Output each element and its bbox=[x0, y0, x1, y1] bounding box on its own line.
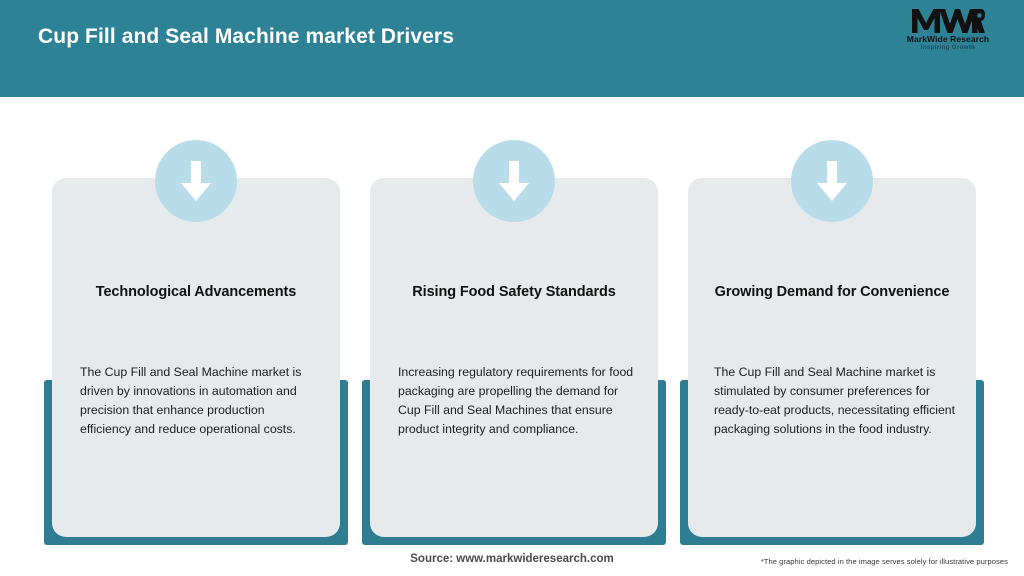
page-title: Cup Fill and Seal Machine market Drivers bbox=[38, 25, 454, 48]
card-surface: Rising Food Safety Standards Increasing … bbox=[370, 178, 658, 537]
card-title: Rising Food Safety Standards bbox=[412, 284, 616, 300]
driver-card-2: Rising Food Safety Standards Increasing … bbox=[354, 140, 674, 546]
down-arrow-icon bbox=[817, 161, 847, 201]
card-body-text: The Cup Fill and Seal Machine market is … bbox=[714, 365, 956, 437]
disclaimer-label: *The graphic depicted in the image serve… bbox=[760, 557, 1008, 566]
card-icon-badge bbox=[155, 140, 237, 222]
page-header: Cup Fill and Seal Machine market Drivers… bbox=[0, 0, 1024, 97]
down-arrow-icon bbox=[499, 161, 529, 201]
mwr-monogram-icon bbox=[912, 9, 985, 33]
card-surface: Growing Demand for Convenience The Cup F… bbox=[688, 178, 976, 537]
logo-company-name: MarkWide Research bbox=[906, 34, 990, 44]
card-body-text: The Cup Fill and Seal Machine market is … bbox=[80, 365, 302, 437]
card-title: Growing Demand for Convenience bbox=[714, 284, 950, 300]
card-surface: Technological Advancements The Cup Fill … bbox=[52, 178, 340, 537]
driver-card-3: Growing Demand for Convenience The Cup F… bbox=[672, 140, 992, 546]
driver-card-1: Technological Advancements The Cup Fill … bbox=[36, 140, 356, 546]
card-title: Technological Advancements bbox=[95, 284, 297, 300]
source-label: Source: www.markwideresearch.com bbox=[410, 553, 614, 565]
markwide-research-logo: MarkWide Research Inspiring Growth bbox=[890, 8, 1006, 64]
logo-tagline: Inspiring Growth bbox=[920, 45, 976, 51]
card-icon-badge bbox=[791, 140, 873, 222]
card-body-text: Increasing regulatory requirements for f… bbox=[398, 365, 634, 437]
card-icon-badge bbox=[473, 140, 555, 222]
down-arrow-icon bbox=[181, 161, 211, 201]
